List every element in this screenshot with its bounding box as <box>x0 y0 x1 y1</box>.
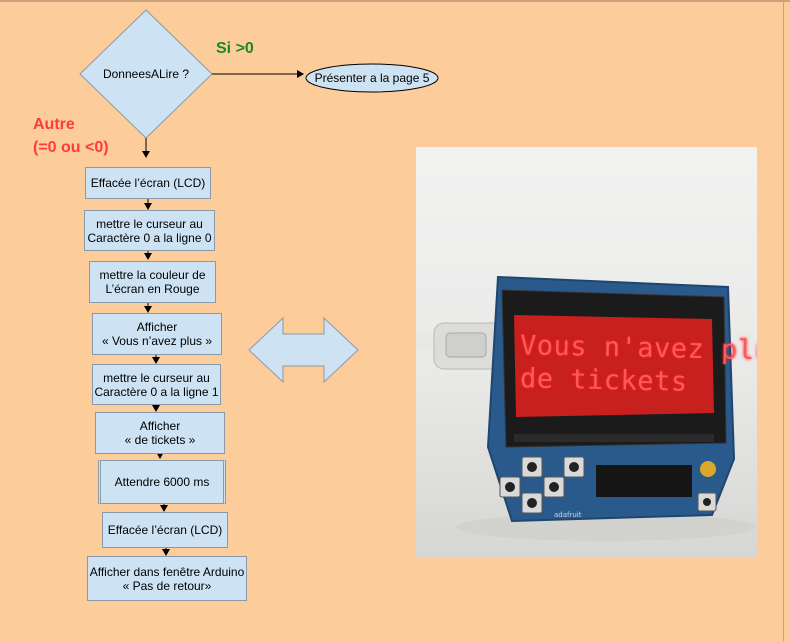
frame-top-border <box>0 0 790 2</box>
step-wait: Attendre 6000 ms <box>98 460 226 504</box>
step-cursor-line-1: mettre le curseur au Caractère 0 a la li… <box>92 364 221 405</box>
lcd-line-2: de tickets <box>519 363 688 398</box>
no-label-line2: (=0 ou <0) <box>33 139 109 156</box>
step-clear-screen-2: Effacée l’écran (LCD) <box>102 512 228 548</box>
terminator-oval <box>305 63 439 93</box>
lcd-backlight <box>514 315 714 417</box>
step-clear-screen: Effacée l’écran (LCD) <box>85 167 211 199</box>
terminator-text: Présenter a la page 5 <box>314 71 430 85</box>
potentiometer <box>700 461 716 477</box>
lcd-photo: Vous n'avez plus de tickets adafruit <box>416 147 757 558</box>
double-arrow <box>248 316 359 384</box>
lcd-shield-illustration <box>416 275 756 541</box>
chip <box>596 465 692 497</box>
lcd-line-1: Vous n'avez plus <box>519 330 757 367</box>
step-serial-output: Afficher dans fenêtre Arduino « Pas de r… <box>87 556 247 601</box>
step-show-line1: Afficher « Vous n’avez plus » <box>92 313 222 355</box>
step-cursor-line-0: mettre le curseur au Caractère 0 a la li… <box>84 210 215 251</box>
frame-right-border <box>783 0 784 641</box>
step-show-line2: Afficher « de tickets » <box>95 412 225 454</box>
step-color-red: mettre la couleur de L’écran en Rouge <box>89 261 216 303</box>
header-pins <box>514 434 714 442</box>
pcb-brand-label: adafruit <box>554 511 582 519</box>
decision-text: DonneesALire ? <box>102 67 190 81</box>
no-label-line1: Autre <box>33 116 75 133</box>
yes-label: Si >0 <box>216 40 254 57</box>
